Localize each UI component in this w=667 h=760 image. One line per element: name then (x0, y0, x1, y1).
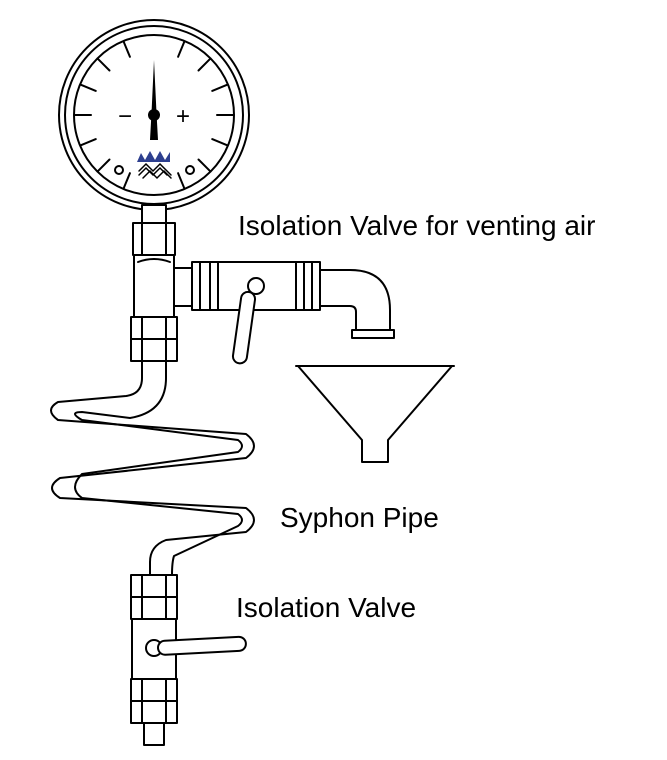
vent-valve-assembly (173, 261, 395, 365)
gauge-minus-symbol: − (118, 103, 132, 130)
gauge-tick (211, 138, 228, 147)
gauge-tick (80, 83, 97, 92)
vent-outlet-elbow (319, 269, 391, 331)
gauge-tick (211, 83, 228, 92)
gauge-screw-left (114, 165, 124, 175)
gauge-tick (197, 158, 211, 172)
funnel (295, 365, 455, 463)
gauge-tick (177, 41, 186, 58)
gauge-needle-hub (148, 109, 160, 121)
tee-fitting (133, 254, 175, 318)
mw-logo-icon (137, 151, 172, 180)
gauge-plus-symbol: + (176, 103, 190, 130)
gauge-stem (132, 204, 176, 256)
label-isolation-valve: Isolation Valve (236, 592, 416, 623)
gauge-tick (197, 58, 211, 72)
process-connection-stub (143, 722, 165, 746)
isolation-valve-handle (156, 635, 247, 656)
pressure-gauge: − + (58, 19, 250, 211)
gauge-hex-nut (132, 222, 176, 256)
vent-fitting-nut-2 (295, 261, 321, 311)
vent-fitting-nut-1 (191, 261, 219, 311)
gauge-tick (122, 172, 131, 189)
gauge-tick (122, 41, 131, 58)
gauge-tick (80, 138, 97, 147)
union-fittings (130, 316, 178, 362)
gauge-tick (97, 58, 111, 72)
gauge-tick (97, 158, 111, 172)
syphon-pipe (50, 360, 255, 576)
gauge-tick (177, 172, 186, 189)
label-vent-valve: Isolation Valve for venting air (238, 210, 595, 241)
vent-valve-handle (231, 290, 257, 365)
isolation-valve-assembly (130, 574, 247, 746)
gauge-screw-right (185, 165, 195, 175)
gauge-scale-ticks (74, 41, 234, 189)
label-syphon-pipe: Syphon Pipe (280, 502, 439, 533)
vent-valve-stem (247, 277, 265, 295)
